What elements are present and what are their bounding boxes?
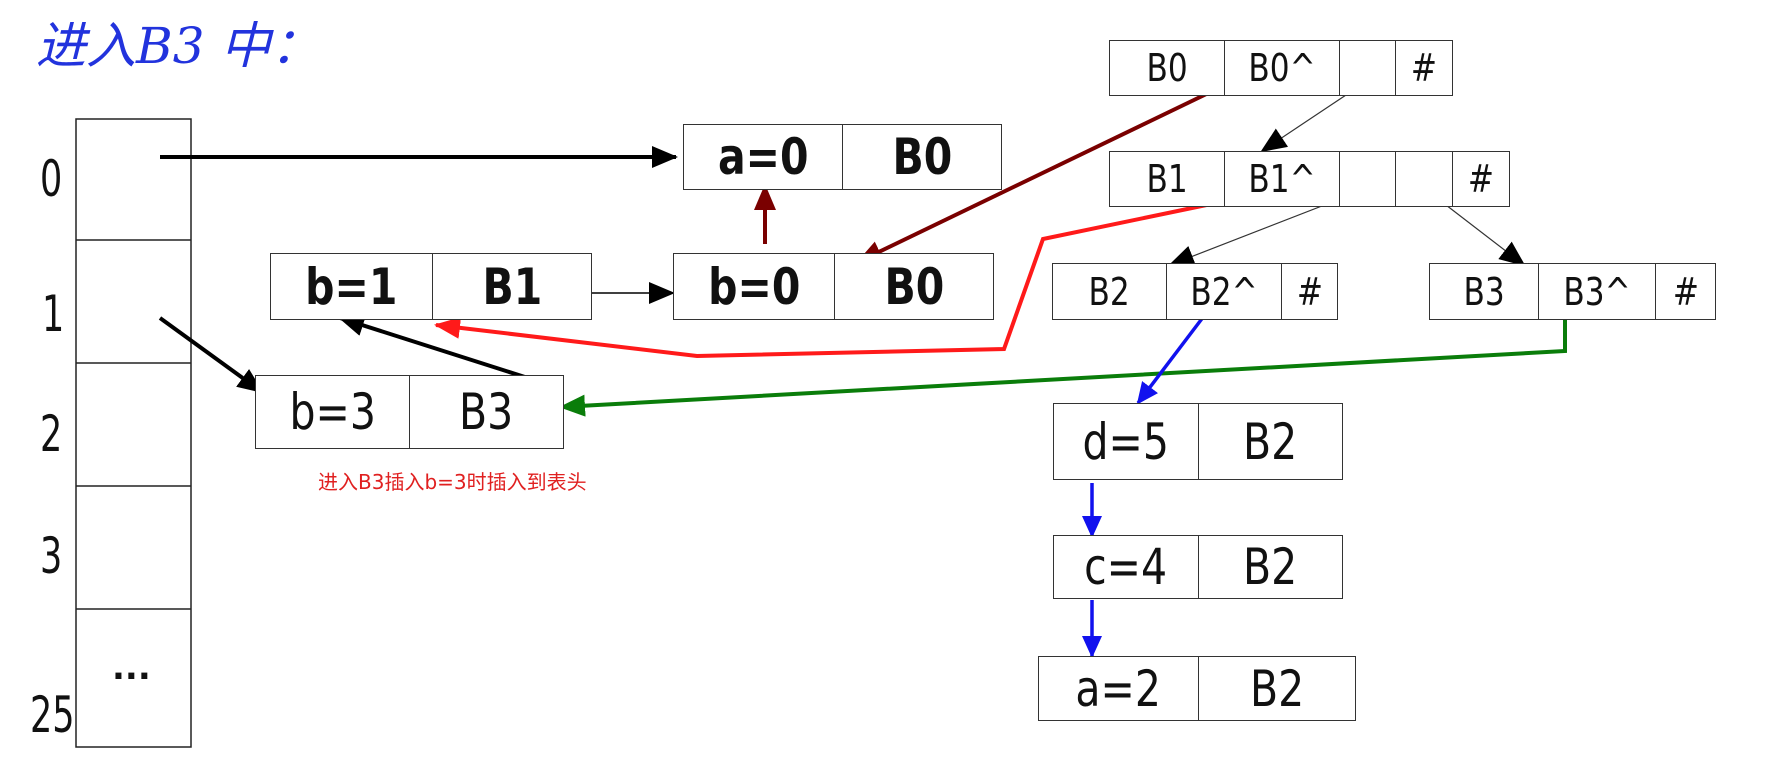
block-end: #: [1672, 269, 1699, 314]
index-label-1: 1: [42, 285, 65, 343]
index-label-25: 25: [30, 686, 75, 744]
block-end: #: [1296, 269, 1323, 314]
page-title: 进入B3 中：: [36, 17, 321, 75]
block-pointer: B3^: [1563, 269, 1631, 314]
node-scope: B2: [1243, 538, 1298, 596]
arrow-b3-to-b1: [338, 314, 529, 380]
node-name: b=1: [305, 257, 398, 316]
ellipsis-label: ...: [112, 648, 151, 688]
node-scope: B1: [482, 257, 542, 316]
node-name: b=3: [289, 383, 376, 441]
node-name: a=2: [1075, 659, 1162, 718]
block-name: B3: [1463, 269, 1505, 314]
node-name: d=5: [1082, 412, 1170, 471]
node-scope: B2: [1243, 412, 1298, 471]
block-name: B0: [1146, 46, 1188, 90]
node-name: a=0: [717, 128, 809, 186]
arrow-B0ptr-to-b0: [856, 70, 1253, 264]
index-label-3: 3: [40, 527, 63, 585]
block-end: #: [1410, 46, 1438, 90]
arrow-B2ptr-to-d5: [1136, 310, 1209, 405]
block-pointer: B0^: [1248, 46, 1316, 90]
arrow-slot1-to-b3: [158, 316, 264, 394]
block-pointer: B1^: [1248, 157, 1316, 201]
annotation-note: 进入B3插入b=3时插入到表头: [318, 470, 587, 494]
block-pointer: B2^: [1190, 269, 1258, 314]
node-scope: B0: [892, 128, 952, 186]
node-name: b=0: [707, 257, 801, 316]
hash-table: [75, 118, 192, 748]
node-scope: B0: [884, 257, 944, 316]
node-scope: B2: [1249, 659, 1305, 718]
arrow-B1ptr-to-b1: [434, 195, 1246, 359]
block-end: #: [1467, 157, 1495, 201]
index-label-0: 0: [40, 150, 63, 208]
node-scope: B3: [459, 383, 514, 441]
block-name: B2: [1088, 269, 1131, 314]
block-name: B1: [1146, 157, 1188, 201]
index-label-2: 2: [40, 405, 63, 463]
node-name: c=4: [1084, 538, 1168, 596]
